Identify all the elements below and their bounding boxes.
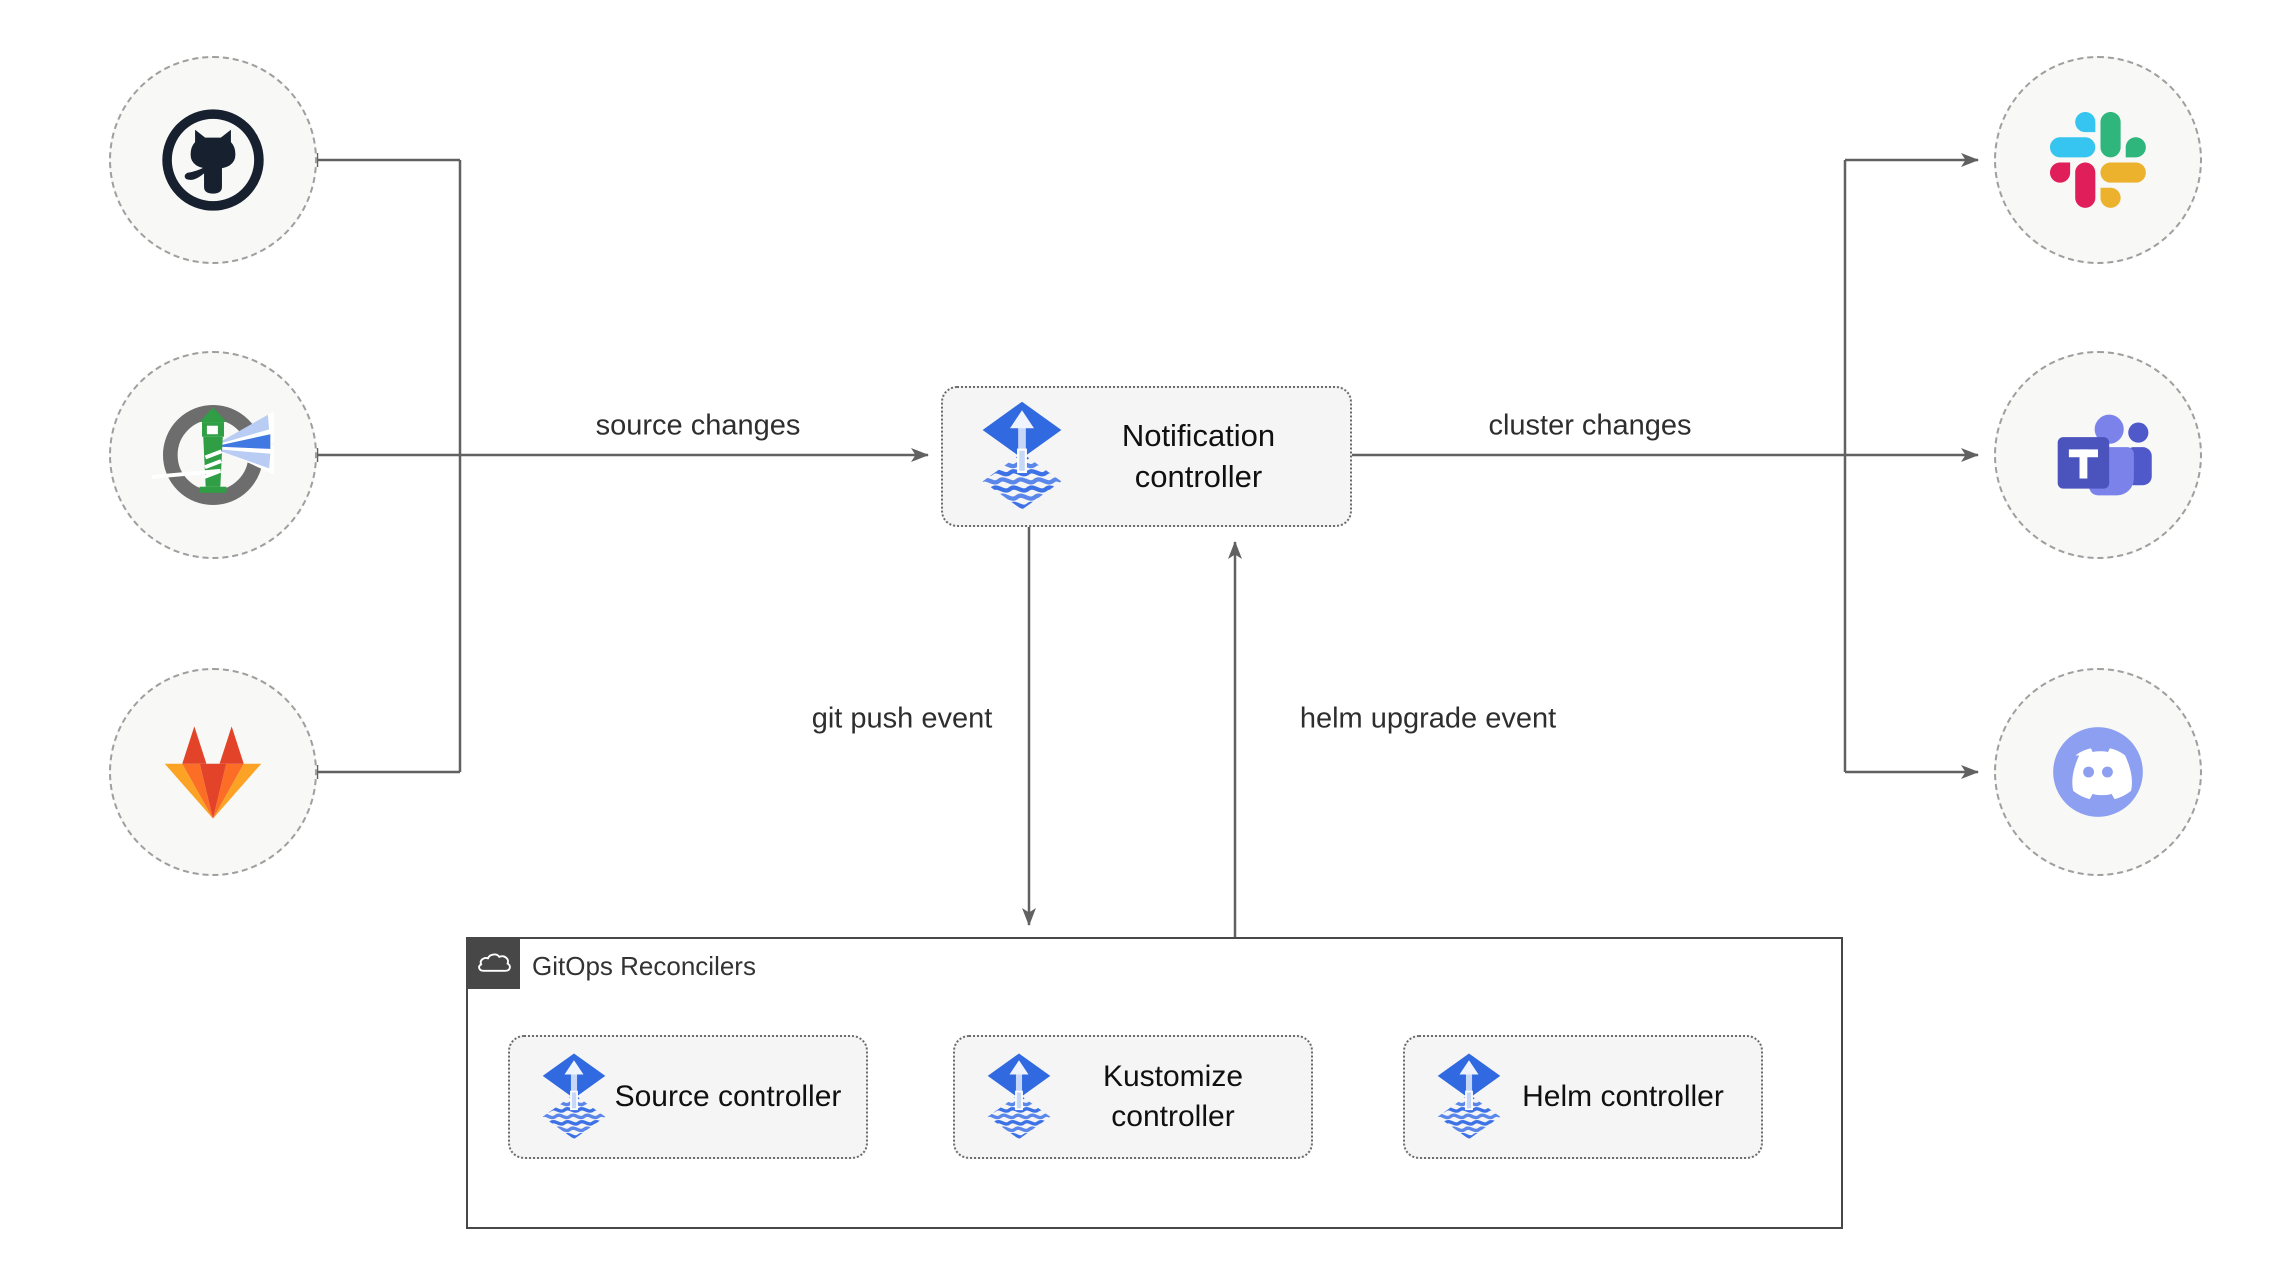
edge-label-helm-upgrade-event: helm upgrade event [1299,702,1557,735]
gitlab-icon [158,722,268,823]
kustomize-controller-node: Kustomize controller [953,1035,1313,1159]
helm-controller-node: Helm controller [1403,1035,1763,1159]
microsoft-teams-icon [2042,399,2154,511]
github-node [109,56,317,264]
flux-icon [985,1052,1053,1142]
microsoft-teams-node [1994,351,2202,559]
slack-node [1994,56,2202,264]
notification-controller-node: Notification controller [941,386,1352,527]
edge-label-git-push-event: git push event [811,702,993,735]
flux-icon [979,400,1065,513]
harbor-icon [152,394,274,516]
slack-icon [2050,112,2146,208]
github-icon [157,104,269,216]
helm-controller-label: Helm controller [1522,1080,1724,1114]
edge-label-source-changes: source changes [595,409,801,442]
kustomize-controller-label: Kustomize controller [1102,1060,1244,1133]
group-badge [468,939,520,989]
flux-icon [1435,1052,1503,1142]
discord-node [1994,668,2202,876]
gitlab-node [109,668,317,876]
edge-label-cluster-changes: cluster changes [1488,409,1692,442]
source-controller-label: Source controller [614,1080,842,1114]
cloud-icon [475,949,513,979]
source-controller-node: Source controller [508,1035,868,1159]
discord-icon [2039,713,2157,831]
group-title: GitOps Reconcilers [532,951,756,981]
harbor-node [109,351,317,559]
flux-icon [540,1052,608,1142]
notification-controller-label: Notification controller [1121,417,1276,494]
